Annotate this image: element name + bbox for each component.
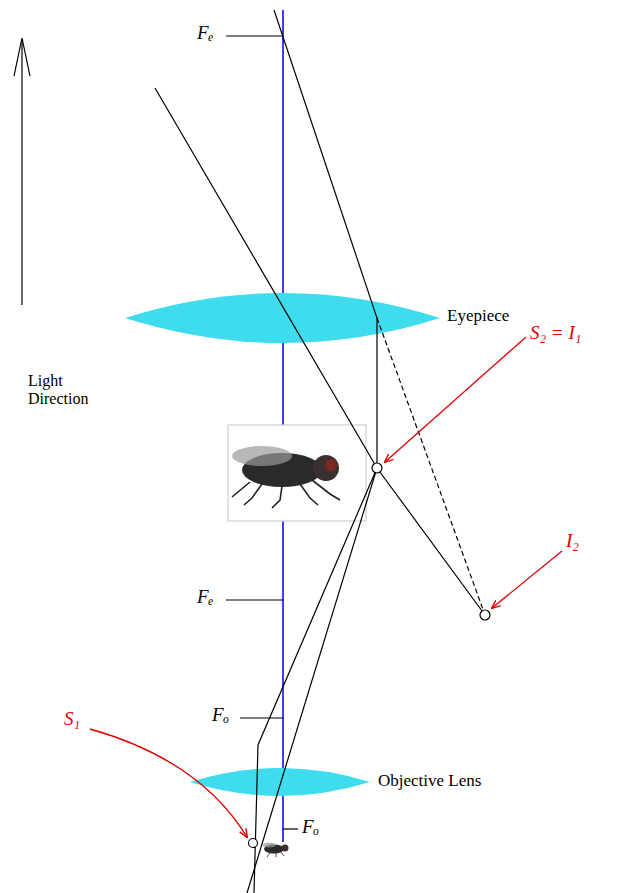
focal-tick [226,599,283,600]
image-point [372,463,382,473]
leader-line [492,551,562,608]
fly-image [228,425,366,521]
light-rays [155,10,485,893]
point-label: S₁ [64,708,80,730]
arrow-head [14,38,30,76]
focal-point-label: Fₑ [197,22,214,44]
focal-point-label: Fₒ [302,816,319,838]
direction-arrow [21,40,22,305]
objective-lens [190,768,370,796]
focal-point-label: Fₒ [212,704,229,726]
focal-tick [240,717,283,718]
point-label: S₂ = I₁ [530,322,581,344]
direction-label: Light Direction [28,372,108,409]
image-point [480,610,490,620]
lens-name: Objective Lens [378,771,481,791]
point-label: I₂ [566,530,579,552]
lens-name: Eyepiece [447,306,509,326]
fly-object [262,843,289,858]
focal-tick [283,828,298,829]
eyepiece-lens [125,293,440,343]
leader-line [90,729,247,837]
focal-point-label: Fₑ [197,586,214,608]
leader-line [385,337,526,462]
focal-tick [226,35,283,36]
object-point [249,839,258,848]
